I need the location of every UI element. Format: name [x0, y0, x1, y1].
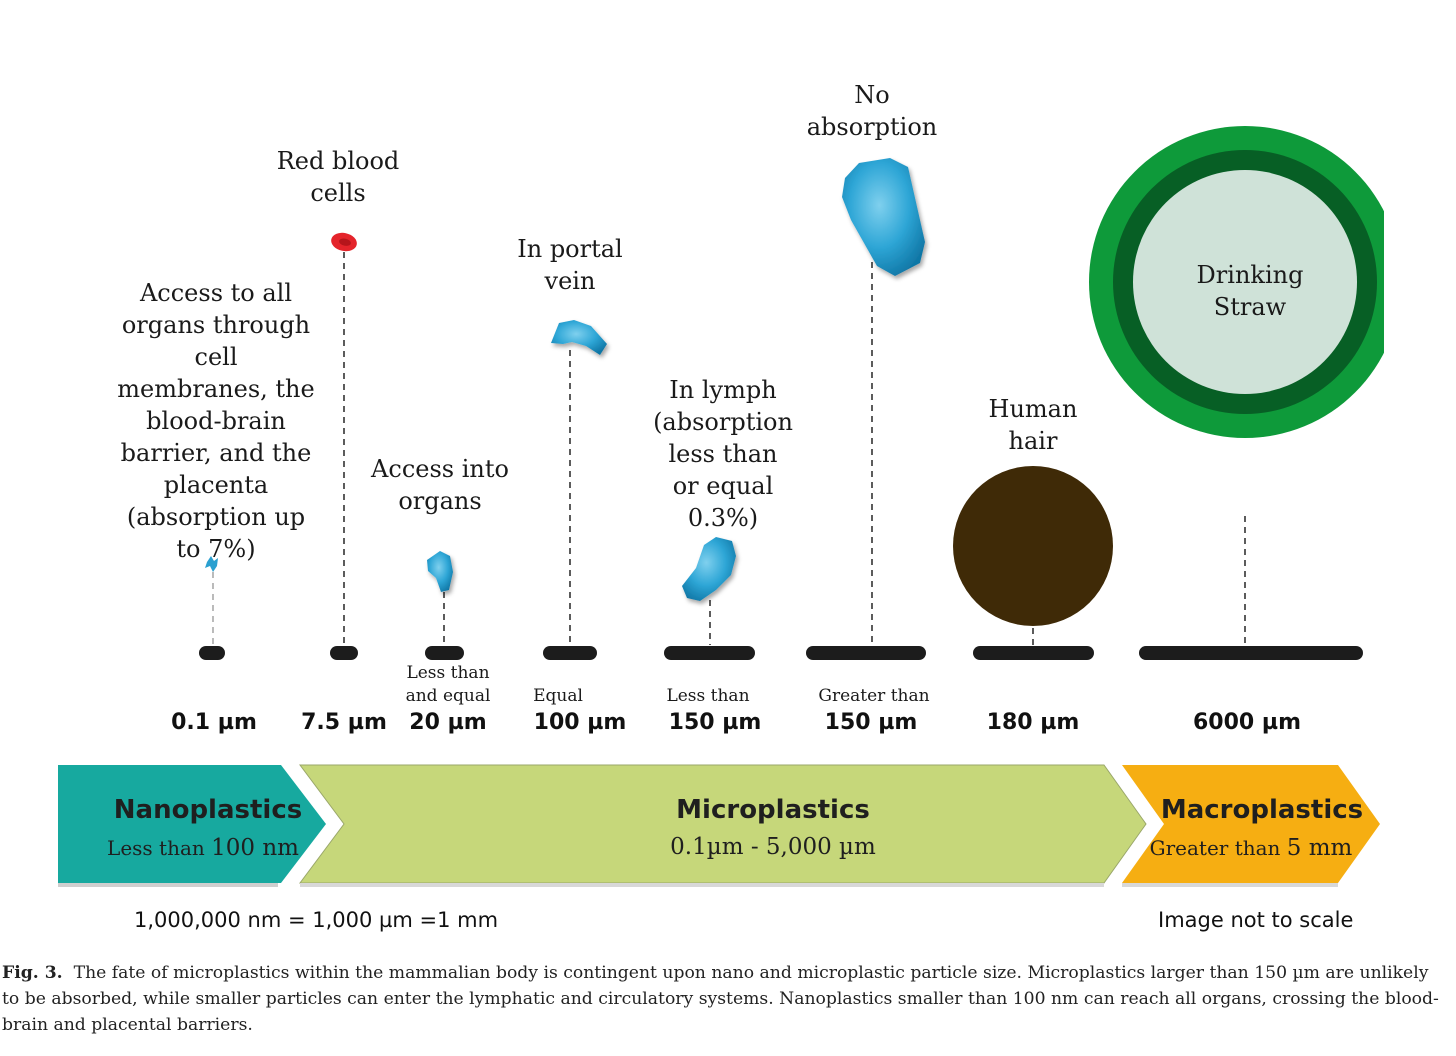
item-size: 180 µm — [986, 710, 1080, 735]
item-qualifier-organs: Less than and equal — [405, 663, 491, 706]
microparticle-icon — [842, 158, 925, 276]
nanoplastics-title: Nanoplastics — [113, 795, 303, 825]
item-size: 0.1 µm — [171, 710, 257, 735]
caption-text: The fate of microplastics within the mam… — [2, 963, 1439, 1035]
microparticle-icon — [682, 537, 736, 601]
item-qualifier-no-absorption: Greater than — [818, 686, 930, 706]
microplastics-subtitle: 0.1µm - 5,000 µm — [623, 834, 923, 860]
macroplastics-arrow — [1122, 765, 1380, 883]
caption-label: Fig. 3. — [2, 963, 63, 983]
item-size: 7.5 µm — [301, 710, 387, 735]
macroplastics-sub-value: 5 mm — [1286, 835, 1353, 861]
microparticle-icon — [551, 320, 607, 355]
category-arrows — [58, 764, 1380, 887]
macroplastics-sub-prefix: Greater than — [1149, 836, 1281, 860]
human-hair-icon — [953, 466, 1113, 626]
item-description-hair: Human hair — [988, 395, 1078, 455]
connector-lines — [212, 252, 1246, 645]
drinking-straw-icon — [1089, 0, 1456, 560]
macroplastics-subtitle: Greater than 5 mm — [1136, 835, 1366, 861]
figure-caption: Fig. 3. The fate of microplastics within… — [2, 960, 1450, 1038]
item-size: 150 µm — [824, 710, 918, 735]
item-size: 150 µm — [668, 710, 762, 735]
item-description-rbc: Red blood cells — [276, 147, 400, 207]
nanoparticle-icon — [205, 556, 218, 572]
nanoplastics-subtitle: Less than 100 nm — [88, 835, 318, 861]
macroplastics-title: Macroplastics — [1160, 795, 1364, 825]
microplastics-title: Microplastics — [676, 795, 870, 825]
item-description-portal-vein: In portal vein — [517, 235, 623, 295]
item-qualifier-portal-vein: Equal — [533, 686, 583, 706]
microplastics-sub-value: 0.1µm - 5,000 µm — [670, 834, 876, 860]
nanoplastics-sub-value: 100 nm — [211, 835, 299, 861]
item-size: 100 µm — [533, 710, 627, 735]
item-qualifier-lymph: Less than — [666, 686, 750, 706]
item-description-straw: Drinking Straw — [1196, 261, 1304, 321]
nanoplastics-sub-prefix: Less than — [107, 836, 205, 860]
item-description-no-absorption: No absorption — [806, 81, 938, 141]
item-size: 6000 µm — [1192, 710, 1301, 735]
item-description-lymph: In lymph (absorption less than or equal … — [653, 376, 793, 532]
item-size: 20 µm — [409, 710, 487, 735]
red-blood-cell-icon — [331, 232, 357, 252]
item-description-organs: Access into organs — [371, 455, 509, 515]
item-description-nano: Access to all organs through cell membra… — [117, 279, 315, 563]
conversion-note: 1,000,000 nm = 1,000 µm =1 mm — [134, 908, 499, 932]
scale-note: Image not to scale — [1158, 908, 1354, 932]
microparticle-icon — [427, 551, 453, 592]
nanoplastics-arrow — [58, 765, 326, 883]
